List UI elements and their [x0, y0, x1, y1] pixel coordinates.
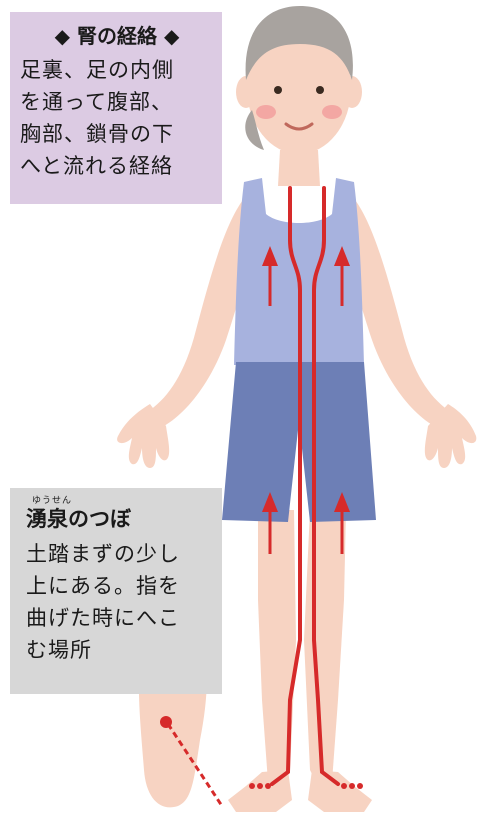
tsubo-ruby: ゆうせん — [32, 496, 214, 506]
meridian-title: ◆ 腎の経絡 ◆ — [20, 22, 214, 50]
meridian-info-box: ◆ 腎の経絡 ◆ 足裏、足の内側 を通って腹部、 胸部、鎖骨の下 へと流れる経絡 — [10, 12, 222, 204]
meridian-description: 足裏、足の内側 を通って腹部、 胸部、鎖骨の下 へと流れる経絡 — [20, 54, 214, 182]
neck — [278, 150, 320, 186]
tsubo-info-box: ゆうせん 湧泉のつぼ 土踏まずの少し 上にある。指を 曲げた時にへこ む場所 — [10, 488, 222, 694]
tsubo-description: 土踏まずの少し 上にある。指を 曲げた時にへこ む場所 — [26, 538, 214, 666]
tsubo-title: 湧泉のつぼ — [26, 506, 214, 532]
head — [236, 6, 362, 154]
ankle-dots — [249, 783, 363, 789]
